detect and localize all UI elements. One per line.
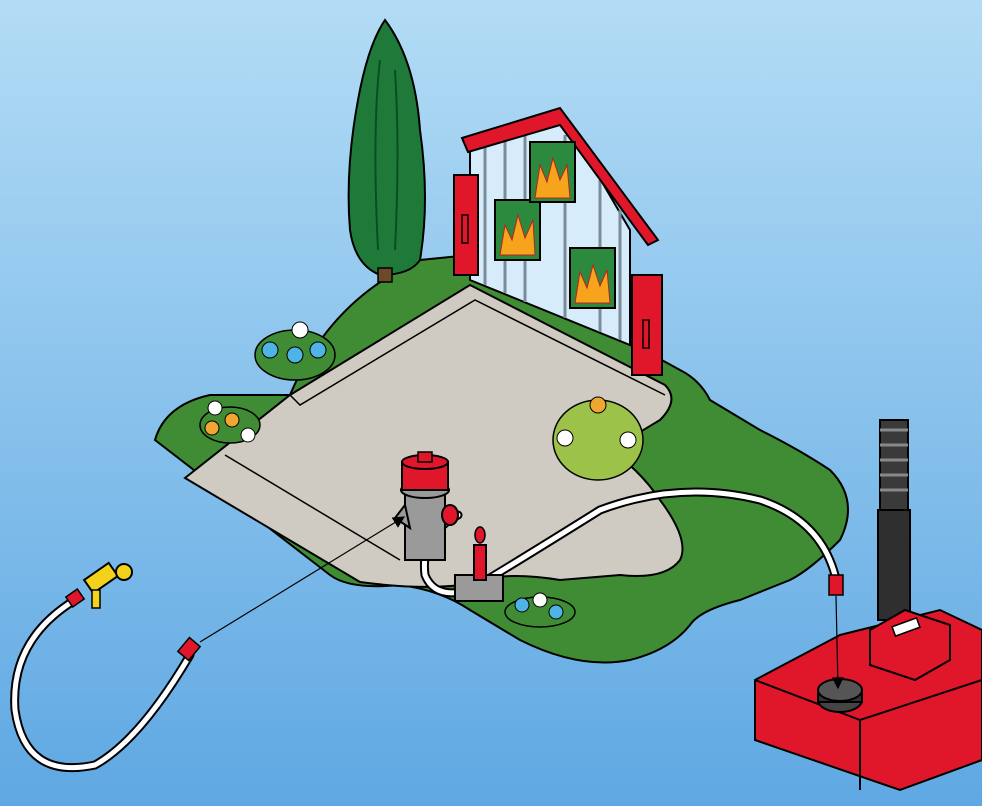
brick-pillar [454, 175, 478, 275]
fire-window [530, 142, 575, 202]
pump-icon [878, 420, 910, 620]
brick-pillar [632, 275, 662, 375]
fire-window [495, 200, 540, 260]
tank-hose-end [829, 575, 843, 595]
fire-window [570, 248, 615, 308]
tank-cap [818, 679, 862, 712]
